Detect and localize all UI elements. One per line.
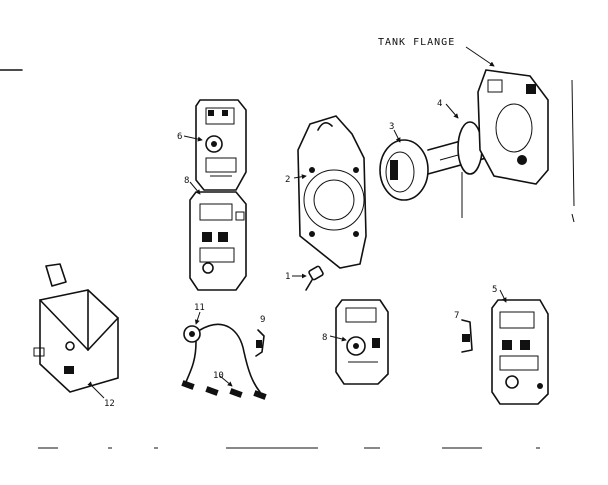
part-7-bracket: 7 (454, 311, 473, 353)
callout-11: 11 (194, 303, 205, 313)
callout-4: 4 (437, 99, 442, 109)
callout-5: 5 (492, 285, 497, 295)
callout-3: 3 (389, 122, 394, 132)
part-11-wire-harness: 11 (183, 303, 261, 393)
callout-9: 9 (260, 315, 265, 325)
part-8-thermostat: 8 (184, 176, 247, 291)
part-8-thermostat-lower: 8 (322, 299, 389, 385)
callout-1: 1 (285, 272, 290, 282)
callout-6: 6 (177, 132, 182, 142)
tank-flange-housing (477, 69, 575, 223)
margin-marks (0, 69, 540, 449)
part-12-junction-box: 12 (33, 263, 119, 409)
part-6-thermostat: 6 (177, 99, 247, 191)
callout-2: 2 (285, 175, 290, 185)
callout-8-lower: 8 (322, 333, 327, 343)
callout-7: 7 (454, 311, 459, 321)
part-2-gasket: 2 (285, 115, 367, 269)
part-9-clip: 9 (255, 315, 265, 357)
caption-text: TANK FLANGE (378, 37, 455, 48)
part-10-terminals: 10 (181, 371, 267, 400)
callout-10: 10 (213, 371, 224, 381)
callout-8: 8 (184, 176, 189, 186)
callout-12: 12 (104, 399, 115, 409)
part-3-heating-element: 3 (379, 122, 429, 201)
tank-flange-caption: TANK FLANGE (378, 37, 495, 67)
part-1-screw: 1 (285, 265, 324, 291)
part-5-thermostat: 5 (491, 285, 549, 405)
